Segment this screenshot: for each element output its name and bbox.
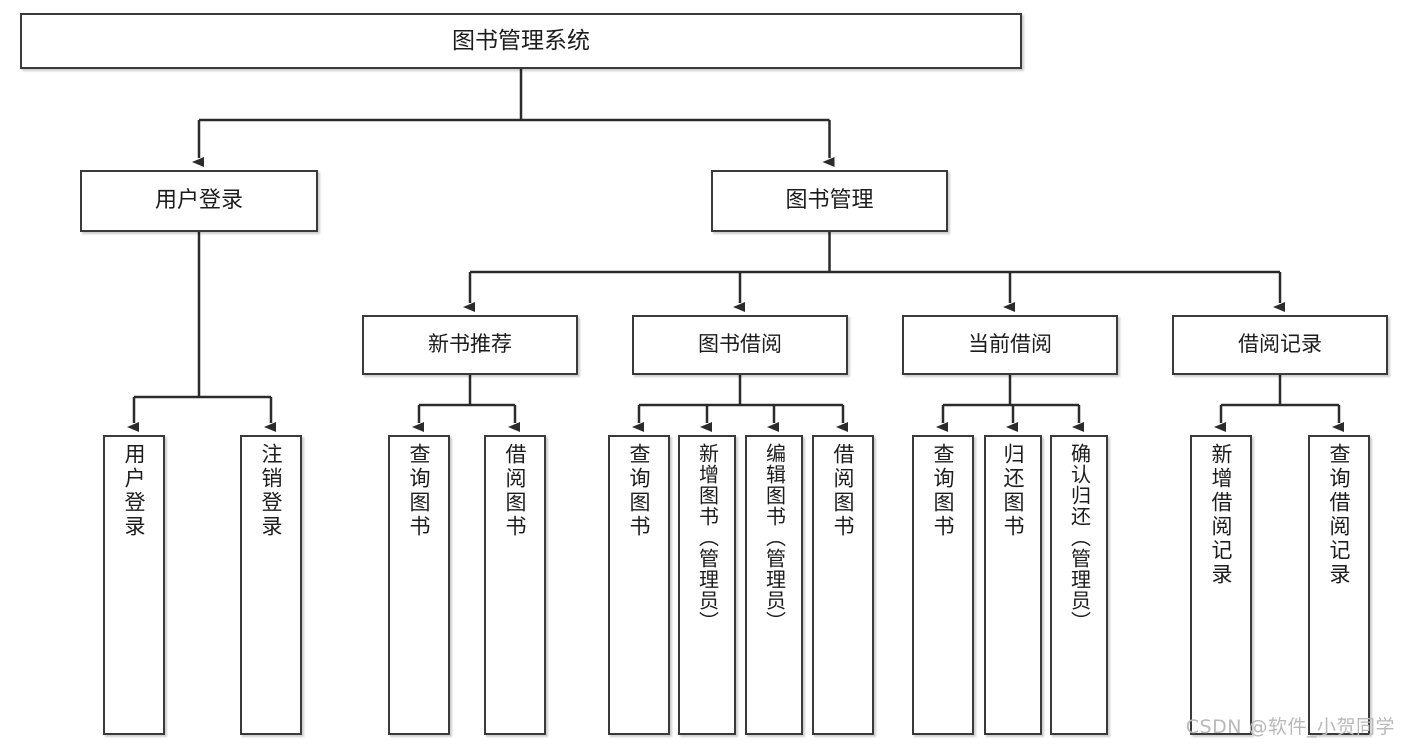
node-leaf-user-login: 用户登录 [103,435,165,735]
node-leaf-query-book-2: 查询图书 [608,435,670,735]
node-leaf-user-logout: 注销登录 [240,435,302,735]
node-new-book-recommend: 新书推荐 [362,315,578,375]
node-leaf-edit-book-admin: 编辑图书（管理员） [745,435,803,735]
node-label: 确认归还（管理员） [1067,443,1092,632]
node-borrow-record: 借阅记录 [1172,315,1388,375]
node-label: 注销登录 [259,443,284,539]
node-leaf-query-borrow-record: 查询借阅记录 [1308,435,1370,735]
node-label: 借阅图书 [831,443,856,539]
node-leaf-return-book: 归还图书 [984,435,1042,735]
node-leaf-borrow-book-2: 借阅图书 [812,435,874,735]
node-book-borrow: 图书借阅 [632,315,848,375]
node-label: 图书管理系统 [452,27,590,54]
node-label: 图书借阅 [698,332,782,357]
node-user-login: 用户登录 [80,170,318,232]
node-label: 图书管理 [785,187,874,213]
node-label: 用户登录 [154,187,243,213]
node-leaf-query-book-3: 查询图书 [912,435,974,735]
node-leaf-confirm-return-admin: 确认归还（管理员） [1050,435,1108,735]
node-leaf-add-borrow-record: 新增借阅记录 [1190,435,1252,735]
node-label: 新增图书（管理员） [695,443,720,632]
node-label: 查询图书 [627,443,652,539]
node-leaf-borrow-book-1: 借阅图书 [484,435,546,735]
node-label: 查询图书 [407,443,432,539]
node-current-borrow: 当前借阅 [902,315,1118,375]
node-label: 新书推荐 [428,332,512,357]
node-leaf-add-book-admin: 新增图书（管理员） [678,435,736,735]
node-label: 新增借阅记录 [1209,443,1234,587]
node-label: 用户登录 [122,443,147,539]
node-leaf-query-book-1: 查询图书 [388,435,450,735]
node-book-management: 图书管理 [711,170,948,232]
node-label: 借阅图书 [503,443,528,539]
node-label: 编辑图书（管理员） [762,443,787,632]
node-root: 图书管理系统 [20,13,1022,69]
node-label: 查询图书 [931,443,956,539]
node-label: 借阅记录 [1238,332,1322,357]
node-label: 当前借阅 [968,332,1052,357]
node-label: 查询借阅记录 [1327,443,1352,587]
node-label: 归还图书 [1001,443,1026,539]
csdn-watermark: CSDN @软件_小贺同学 [1185,716,1395,738]
